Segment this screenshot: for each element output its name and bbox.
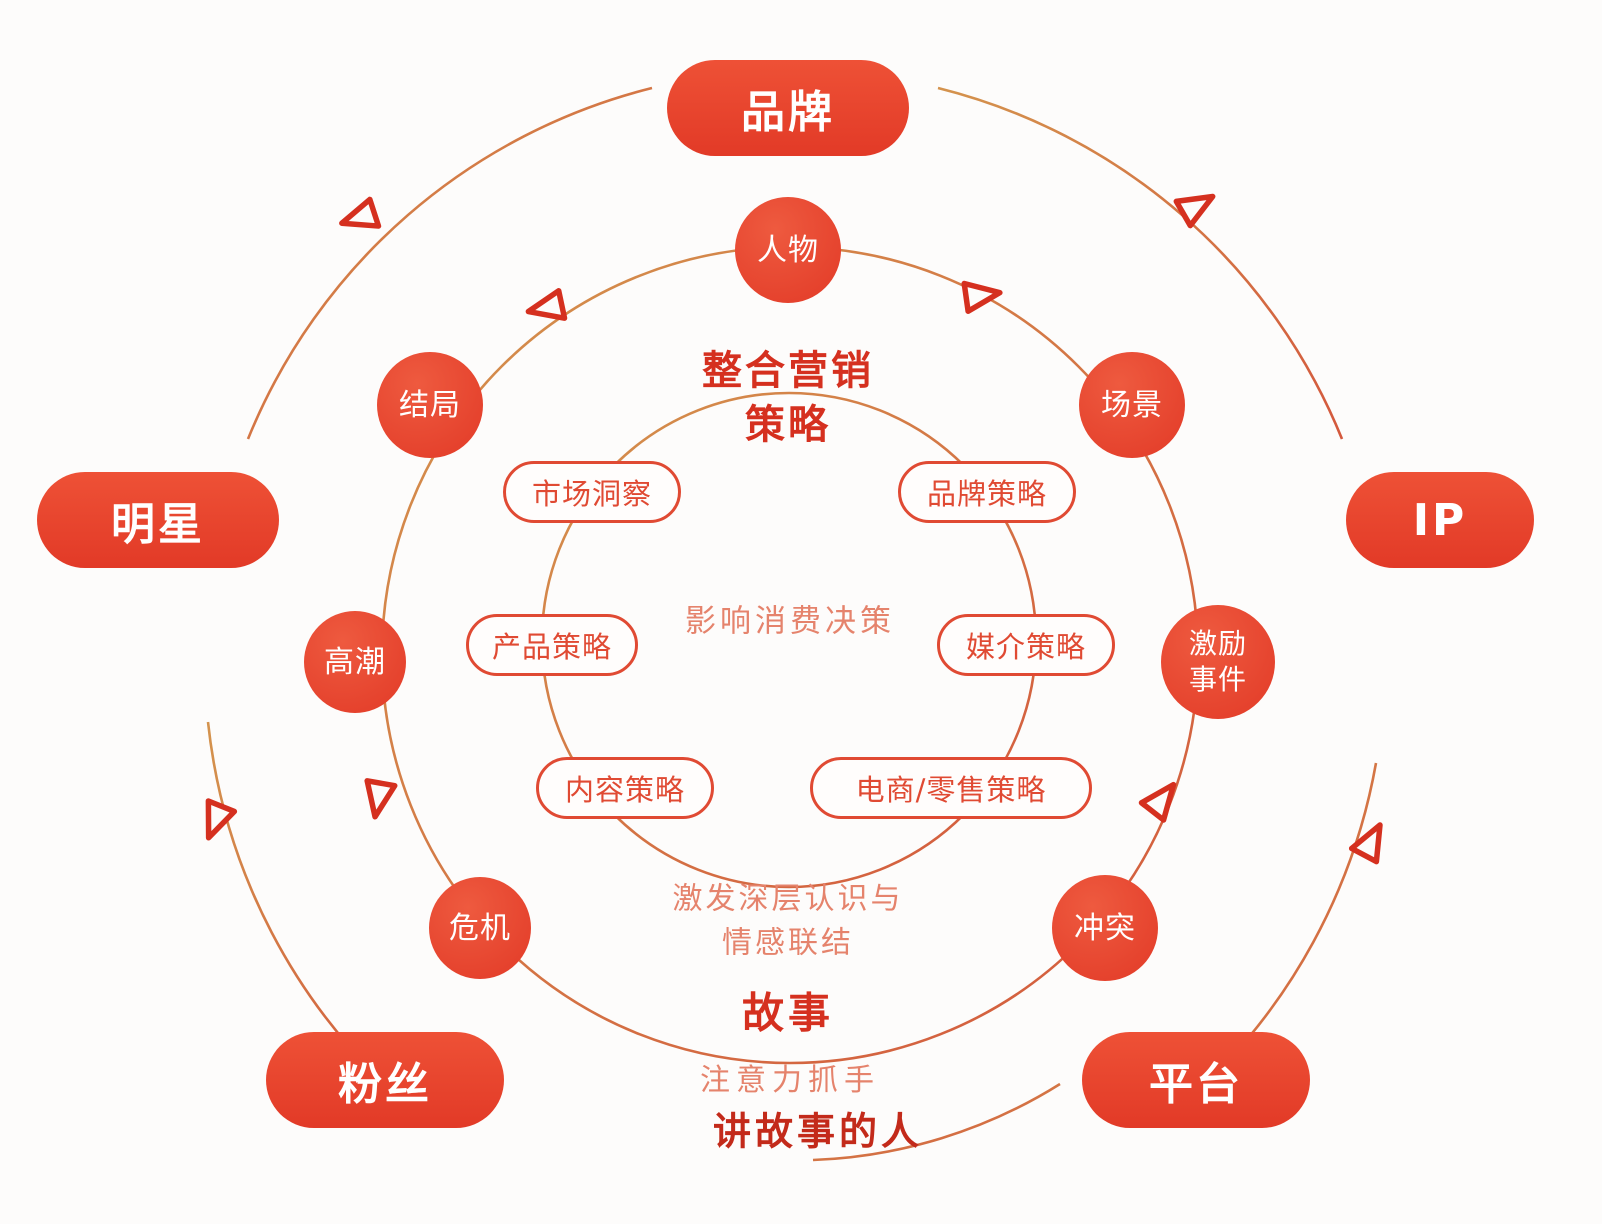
node-product-strategy: 产品策略 — [466, 614, 638, 676]
outer-arc-top-left — [246, 86, 653, 440]
node-content-strategy: 内容策略 — [536, 757, 714, 819]
story-caption-line2: 情感联结 — [722, 925, 854, 960]
node-incentive-line2: 事件 — [1188, 663, 1247, 696]
node-person: 人物 — [735, 197, 841, 303]
direction-arrow-icon — [1176, 184, 1219, 225]
center-subtitle: 影响消费决策 — [685, 603, 895, 640]
storyteller-title: 讲故事的人 — [712, 1109, 924, 1154]
node-brand-strategy: 品牌策略 — [898, 461, 1076, 523]
node-platform: 平台 — [1082, 1032, 1310, 1128]
node-incentive-event: 激励 事件 — [1161, 605, 1275, 719]
direction-arrow-icon — [964, 279, 1002, 311]
node-conflict: 冲突 — [1052, 875, 1158, 981]
story-title: 故事 — [741, 988, 835, 1038]
story-caption-line1: 激发深层认识与 — [672, 881, 904, 917]
node-scene: 场景 — [1079, 352, 1185, 458]
node-ecommerce-retail-strategy: 电商/零售策略 — [810, 757, 1092, 819]
node-climax: 高潮 — [304, 611, 406, 713]
storyteller-caption: 注意力抓手 — [700, 1063, 880, 1098]
node-incentive-line1: 激励 — [1188, 626, 1247, 660]
node-brand: 品牌 — [667, 60, 909, 156]
center-title-line2: 策略 — [745, 402, 831, 448]
node-ip: IP — [1346, 472, 1534, 568]
node-ending: 结局 — [377, 352, 483, 458]
node-star: 明星 — [37, 472, 279, 568]
node-fans: 粉丝 — [266, 1032, 504, 1128]
node-media-strategy: 媒介策略 — [937, 614, 1115, 676]
node-market-insight: 市场洞察 — [503, 461, 681, 523]
direction-arrow-icon — [1352, 818, 1393, 861]
direction-arrow-icon — [361, 781, 394, 819]
direction-arrow-icon — [338, 199, 379, 236]
center-title: 整合营销 策略 — [702, 344, 874, 452]
story-caption: 激发深层认识与 情感联结 — [673, 878, 904, 965]
center-title-line1: 整合营销 — [702, 348, 874, 394]
outer-arc-bottom — [812, 1082, 1061, 1162]
node-crisis: 危机 — [429, 877, 531, 979]
